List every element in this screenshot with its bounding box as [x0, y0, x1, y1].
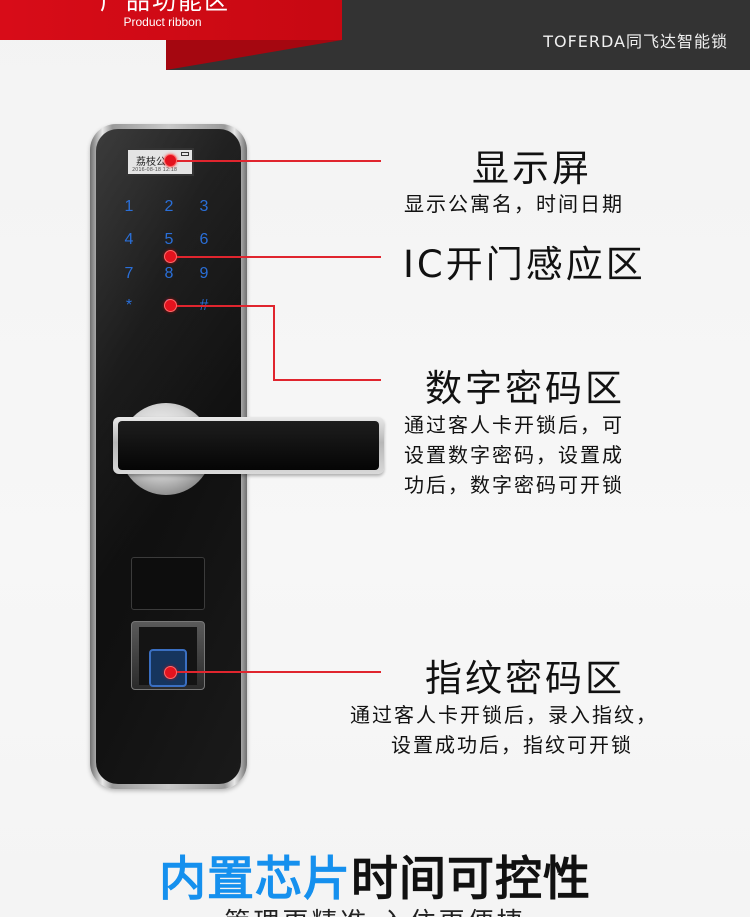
- keypad-key-8: 8: [164, 265, 174, 282]
- callout-desc-fingerprint-2: 设置成功后，指纹可开锁: [391, 733, 633, 757]
- section-title: 产品功能区: [100, 0, 230, 15]
- keypad-key-4: 4: [124, 231, 134, 248]
- battery-icon: [181, 152, 189, 156]
- leader-line-keypad-h1: [171, 305, 275, 307]
- callout-title-ic: IC开门感应区: [403, 243, 646, 286]
- callout-desc-keypad-2: 设置数字密码，设置成: [404, 443, 624, 467]
- feature-headline: 内置芯片时间可控性: [0, 840, 750, 909]
- lcd-datetime: 2016-08-18 12:18: [132, 167, 178, 173]
- leader-line-fingerprint: [171, 671, 381, 673]
- lcd-apartment-name: 荔枝公寓: [136, 157, 176, 168]
- keypad-key-5: 5: [164, 231, 174, 248]
- callout-desc-fingerprint-1: 通过客人卡开锁后，录入指纹，: [350, 703, 658, 727]
- hotspot-display: [164, 154, 177, 167]
- callout-desc-keypad-3: 功后，数字密码可开锁: [404, 473, 624, 497]
- leader-line-keypad-h2: [273, 379, 381, 381]
- callout-title-fingerprint: 指纹密码区: [425, 657, 625, 700]
- section-subtitle: Product ribbon: [123, 15, 202, 29]
- keypad-key-star: *: [125, 297, 133, 314]
- callout-desc-display: 显示公寓名，时间日期: [404, 192, 624, 216]
- keypad-key-2: 2: [164, 198, 174, 215]
- keypad-key-1: 1: [124, 198, 134, 215]
- callout-title-display: 显示屏: [472, 147, 592, 190]
- door-handle-inlay: [118, 421, 379, 470]
- headline-rest: 时间可控性: [351, 852, 591, 907]
- leader-line-ic: [171, 256, 381, 258]
- keypad-key-6: 6: [199, 231, 209, 248]
- keypad-key-9: 9: [199, 265, 209, 282]
- hotspot-ic: [164, 250, 177, 263]
- hotspot-keypad: [164, 299, 177, 312]
- keypad-key-3: 3: [199, 198, 209, 215]
- callout-title-keypad: 数字密码区: [425, 367, 625, 410]
- headline-highlight: 内置芯片: [159, 852, 351, 907]
- hotspot-fingerprint: [164, 666, 177, 679]
- keypad-key-7: 7: [124, 265, 134, 282]
- brand-name: TOFERDA同飞达智能锁: [543, 32, 728, 51]
- card-reader-window: [131, 557, 205, 610]
- header-ribbon: [0, 0, 342, 40]
- leader-line-keypad-v: [273, 305, 275, 381]
- lcd-display: 荔枝公寓 2016-08-18 12:18: [126, 148, 194, 176]
- callout-desc-keypad-1: 通过客人卡开锁后，可: [404, 413, 624, 437]
- feature-subline: 管理更精准 入住更便捷: [0, 902, 750, 917]
- leader-line-display: [171, 160, 381, 162]
